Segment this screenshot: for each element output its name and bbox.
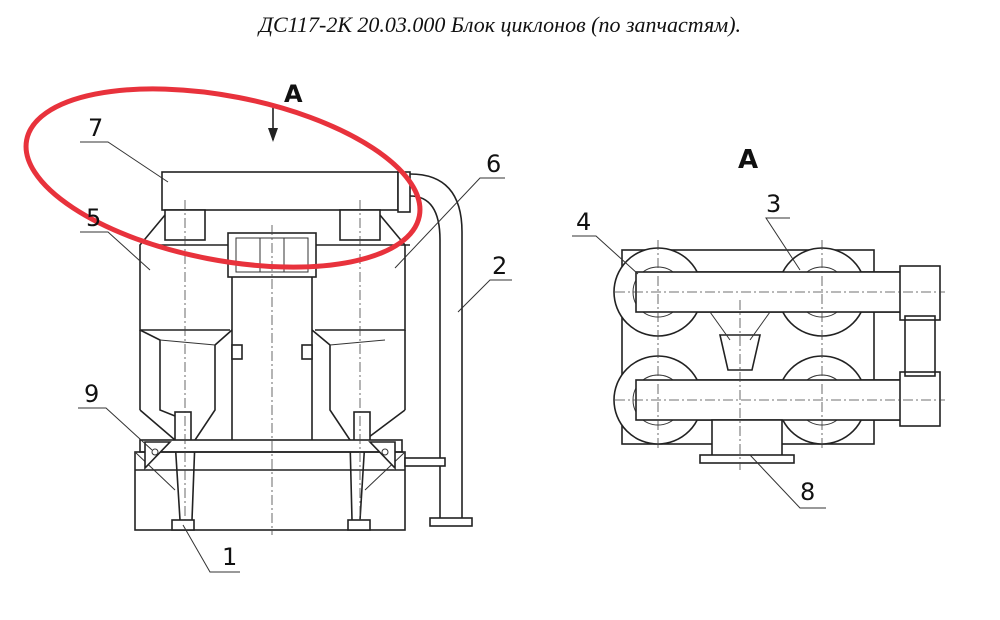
view-label: А	[738, 145, 758, 175]
arrow-label: А	[284, 80, 303, 108]
front-view: А	[134, 80, 473, 535]
callout-2: 2	[492, 252, 507, 280]
part-2-pipe	[409, 173, 463, 518]
part-9-frame-beam	[139, 439, 403, 453]
callout-8: 8	[800, 478, 815, 506]
callout-3: 3	[766, 190, 781, 218]
callouts: 7 5 6 2 9 1 4 3 8	[78, 114, 826, 573]
callout-7: 7	[88, 114, 103, 142]
support-frame	[134, 451, 406, 531]
highlight-ellipse	[23, 86, 423, 270]
callout-5: 5	[86, 204, 101, 232]
callout-1: 1	[222, 543, 237, 571]
callout-4: 4	[576, 208, 591, 236]
callout-9: 9	[84, 380, 99, 408]
drawing-title: ДС117-2К 20.03.000 Блок циклонов (по зап…	[258, 12, 742, 37]
view-a: А	[613, 145, 945, 470]
callout-6: 6	[486, 150, 501, 178]
part-7-top-box	[161, 171, 399, 211]
part-8-outlet	[711, 419, 783, 457]
